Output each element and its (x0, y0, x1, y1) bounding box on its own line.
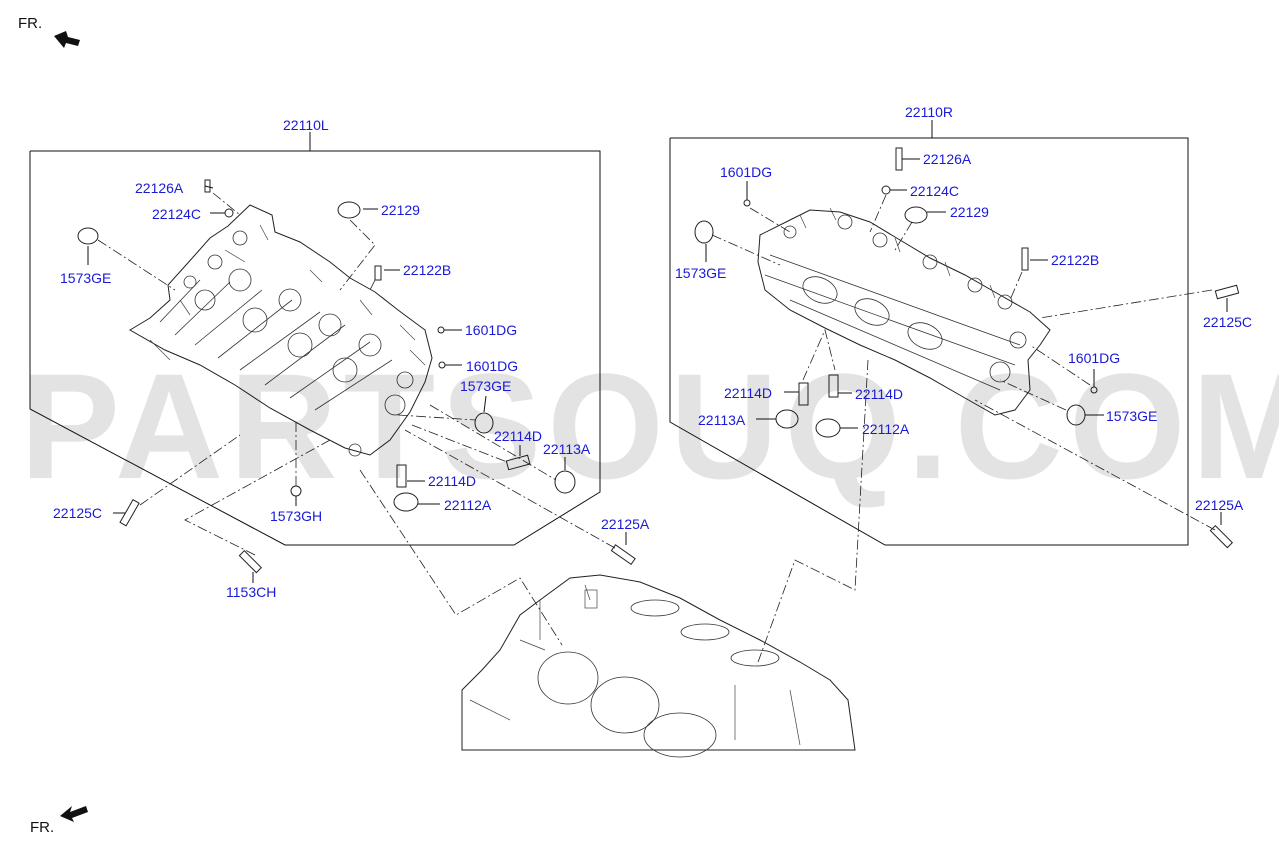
pin-22114d-right-2 (828, 374, 839, 398)
assembly-label-right: 22110R (905, 104, 953, 120)
part-label-22126a-right[interactable]: 22126A (923, 151, 972, 167)
right-small-parts (694, 147, 1240, 549)
fr-arrow-bottom-icon (60, 806, 88, 822)
part-label-1601dg-left-1[interactable]: 1601DG (465, 322, 517, 338)
part-label-22112a-right[interactable]: 22112A (862, 421, 910, 437)
seal-1573ge-left-top (77, 227, 99, 245)
plug-1601dg-right-top (743, 199, 751, 207)
part-label-22125a-left[interactable]: 22125A (601, 516, 650, 532)
left-cylinder-head-drawing (129, 204, 433, 457)
left-assembly-frame (29, 132, 601, 546)
right-cylinder-head-drawing (757, 207, 1051, 416)
part-label-22114d-right-1[interactable]: 22114D (724, 385, 772, 401)
part-label-22122b-right[interactable]: 22122B (1051, 252, 1099, 268)
plug-22124c-left (224, 208, 234, 218)
bolt-22122b-left (374, 265, 382, 281)
part-label-22124c-left[interactable]: 22124C (152, 206, 201, 222)
part-label-1573ge-right-bot[interactable]: 1573GE (1106, 408, 1157, 424)
bolt-22126a-right (895, 147, 903, 171)
pin-22114d-right-1 (798, 382, 809, 406)
part-label-22125c-right[interactable]: 22125C (1203, 314, 1252, 330)
watermark: PARTSOUQ.COM (20, 342, 1279, 510)
pin-22114d-left-2 (396, 464, 407, 488)
stud-22125a-left (610, 544, 636, 566)
assembly-label-left: 22110L (283, 117, 329, 133)
part-label-22125c-left[interactable]: 22125C (53, 505, 102, 521)
cap-22129-left (337, 201, 361, 219)
part-label-22112a-left[interactable]: 22112A (444, 497, 492, 513)
bolt-22122b-right (1021, 247, 1029, 271)
stud-22125c-right (1214, 284, 1240, 300)
plug-1601dg-left-1 (437, 326, 445, 334)
ring-22113a-left (554, 470, 576, 494)
fr-label-bottom: FR. (30, 819, 54, 836)
part-label-22129-right[interactable]: 22129 (950, 204, 989, 220)
part-label-1601dg-left-2[interactable]: 1601DG (466, 358, 518, 374)
part-label-1573ge-left-mid[interactable]: 1573GE (460, 378, 511, 394)
stud-1153ch-left (238, 549, 263, 574)
part-label-22113a-right[interactable]: 22113A (698, 412, 746, 428)
left-small-parts (77, 179, 636, 574)
part-label-22113a-left[interactable]: 22113A (543, 441, 591, 457)
part-label-22114d-left-1[interactable]: 22114D (494, 428, 542, 444)
part-label-1573ge-right-top[interactable]: 1573GE (675, 265, 726, 281)
right-assembly-frame (669, 120, 1189, 546)
pin-22114d-left-1 (505, 454, 531, 471)
seal-1573ge-left-mid (474, 412, 494, 434)
part-label-1153ch-left[interactable]: 1153CH (226, 584, 276, 600)
fr-indicator-top: FR. (18, 15, 80, 48)
seal-1573ge-right-top (694, 220, 714, 244)
cap-22129-right (904, 206, 928, 224)
part-label-22114d-left-2[interactable]: 22114D (428, 473, 476, 489)
fr-arrow-top-icon (54, 31, 80, 48)
fr-label-top: FR. (18, 15, 42, 32)
stud-22125a-right (1209, 524, 1234, 549)
fr-indicator-bottom: FR. (30, 806, 88, 836)
engine-block-drawing (461, 574, 856, 758)
part-label-22125a-right[interactable]: 22125A (1195, 497, 1244, 513)
part-label-22126a-left[interactable]: 22126A (135, 180, 184, 196)
part-label-22129-left[interactable]: 22129 (381, 202, 420, 218)
part-label-22124c-right[interactable]: 22124C (910, 183, 959, 199)
right-part-labels: 22126A 1601DG 22124C 22129 1573GE 22122B… (675, 151, 1252, 513)
part-label-1573gh-left[interactable]: 1573GH (270, 508, 322, 524)
part-label-22114d-right-2[interactable]: 22114D (855, 386, 903, 402)
leader-lines (87, 158, 1228, 666)
left-part-labels: 22126A 22124C 22129 22122B 1573GE 1601DG… (53, 180, 650, 600)
plug-22124c-right (881, 185, 891, 195)
part-label-1601dg-right-mid[interactable]: 1601DG (1068, 350, 1120, 366)
part-label-1601dg-right-top[interactable]: 1601DG (720, 164, 772, 180)
ring-22112a-left (393, 492, 419, 512)
part-label-1573ge-left-top[interactable]: 1573GE (60, 270, 111, 286)
stud-22125c-left (119, 499, 140, 527)
part-label-22122b-left[interactable]: 22122B (403, 262, 451, 278)
